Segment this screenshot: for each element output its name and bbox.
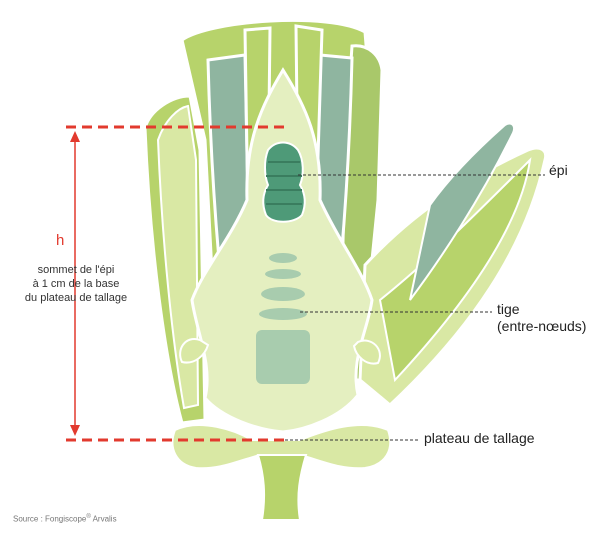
measurement-note-line2: à 1 cm de la base [14, 277, 138, 291]
internode-3 [261, 287, 305, 301]
measure-arrow-head-top [70, 131, 80, 142]
internode-4 [259, 308, 307, 320]
source-suffix: Arvalis [91, 515, 117, 524]
ear-epi [263, 143, 305, 222]
root-stub [258, 455, 306, 520]
measurement-note-line3: du plateau de tallage [14, 291, 138, 305]
label-tige: tige (entre-nœuds) [497, 301, 586, 335]
label-epi: épi [549, 162, 568, 178]
internode-2 [265, 269, 301, 279]
label-tige-line2: (entre-nœuds) [497, 318, 586, 335]
measurement-note-line1: sommet de l'épi [14, 263, 138, 277]
label-plateau: plateau de tallage [424, 430, 535, 446]
source-credit: Source : Fongiscope® Arvalis [13, 514, 117, 524]
measure-arrow-head-bottom [70, 425, 80, 436]
internode-5 [256, 330, 310, 384]
label-h: h [56, 232, 64, 249]
internode-1 [269, 253, 297, 263]
label-tige-line1: tige [497, 301, 586, 318]
source-prefix: Source : Fongiscope [13, 515, 86, 524]
measurement-note: sommet de l'épi à 1 cm de la base du pla… [14, 263, 138, 305]
